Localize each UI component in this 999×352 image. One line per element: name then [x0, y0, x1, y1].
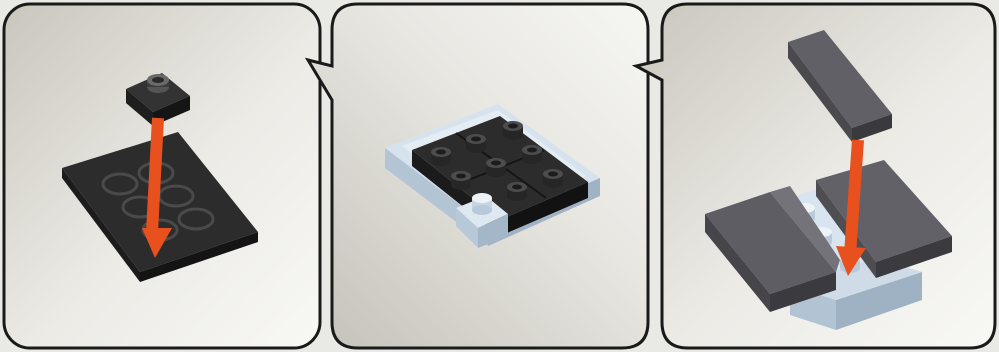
- panel-2: [308, 4, 648, 348]
- panel-3: [636, 4, 995, 348]
- panel-1: [4, 4, 320, 348]
